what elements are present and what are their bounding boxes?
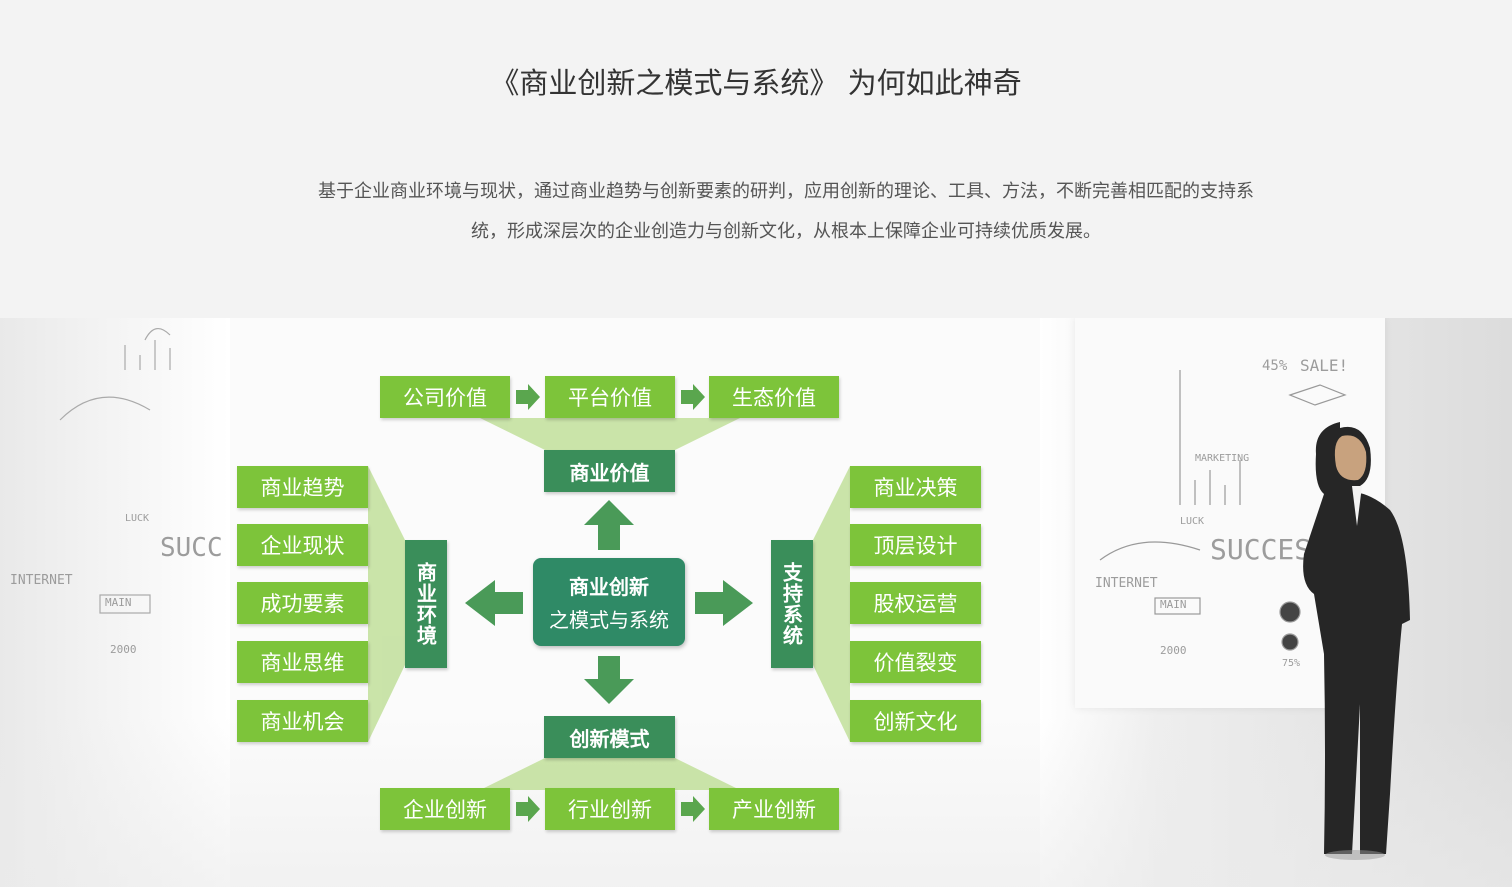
box-right-2: 顶层设计 [850,524,981,566]
sketch-luck-left: LUCK [125,513,150,524]
box-right-3: 股权运营 [850,582,981,624]
box-left-3: 成功要素 [237,582,368,624]
businessman-figure [1303,422,1410,860]
description: 基于企业商业环境与现状，通过商业趋势与创新要素的研判，应用创新的理论、工具、方法… [250,172,1322,252]
box-left-4: 商业思维 [237,641,368,683]
arrow-top-1 [516,384,540,410]
left-fan [368,466,405,742]
box-right-4: 价值裂变 [850,641,981,683]
header-section: 《商业创新之模式与系统》 为何如此神奇 基于企业商业环境与现状，通过商业趋势与创… [0,0,1512,318]
sketch-internet-left: INTERNET [10,573,73,588]
sketch-main-left: MAIN [105,596,132,609]
sketch-internet-right: INTERNET [1095,576,1158,591]
sketch-percent-right: 45% [1262,358,1288,374]
small-arrows [516,384,705,822]
sketch-main-right: MAIN [1160,598,1187,611]
box-top-3: 生态价值 [709,376,839,418]
sketch-sale-right: SALE! [1300,356,1349,375]
left-doodles [59,328,171,614]
box-top-2: 平台价值 [545,376,675,418]
sketch-2000-right: 2000 [1160,644,1187,657]
arrow-up [584,500,634,550]
connector-fans [368,418,850,790]
sketch-marketing-right: MARKETING [1195,453,1250,464]
page-title: 《商业创新之模式与系统》 为何如此神奇 [490,66,1022,100]
box-left-2: 企业现状 [237,524,368,566]
box-right-5: 创新文化 [850,700,981,742]
center-line-1: 商业创新 [569,575,649,599]
description-line-1: 基于企业商业环境与现状，通过商业趋势与创新要素的研判，应用创新的理论、工具、方法… [318,181,1254,202]
box-top-1: 公司价值 [380,376,510,418]
arrow-left [465,580,523,626]
center-arrows [465,500,753,704]
arrow-down [584,656,634,704]
box-left-1: 商业趋势 [237,466,368,508]
box-bottom-2: 行业创新 [545,788,675,830]
box-left-5: 商业机会 [237,700,368,742]
arrow-bottom-1 [516,796,540,822]
bottom-fan [480,758,740,790]
right-doodles [1099,370,1347,651]
center-line-2: 之模式与系统 [549,608,669,632]
sketch-2000-left: 2000 [110,643,137,656]
sketch-success-right: SUCCES [1210,533,1312,566]
sketch-luck-right: LUCK [1180,516,1205,527]
hub-top: 商业价值 [544,450,675,492]
description-line-2: 统，形成深层次的企业创造力与创新文化，从根本上保障企业可持续优质发展。 [471,221,1101,242]
hub-bottom: 创新模式 [544,716,675,758]
right-fan [813,466,850,742]
box-right-1: 商业决策 [850,466,981,508]
box-bottom-1: 企业创新 [380,788,510,830]
sketch-succ-left: SUCC [160,533,223,563]
center-node: 商业创新 之模式与系统 [533,558,685,646]
hub-left: 商业环境 [405,540,447,668]
arrow-bottom-2 [681,796,705,822]
arrow-top-2 [681,384,705,410]
arrow-right [695,580,753,626]
top-fan [480,418,740,450]
hub-right: 支持系统 [771,540,813,668]
box-bottom-3: 产业创新 [709,788,839,830]
sketch-75-right: 75% [1282,658,1301,669]
